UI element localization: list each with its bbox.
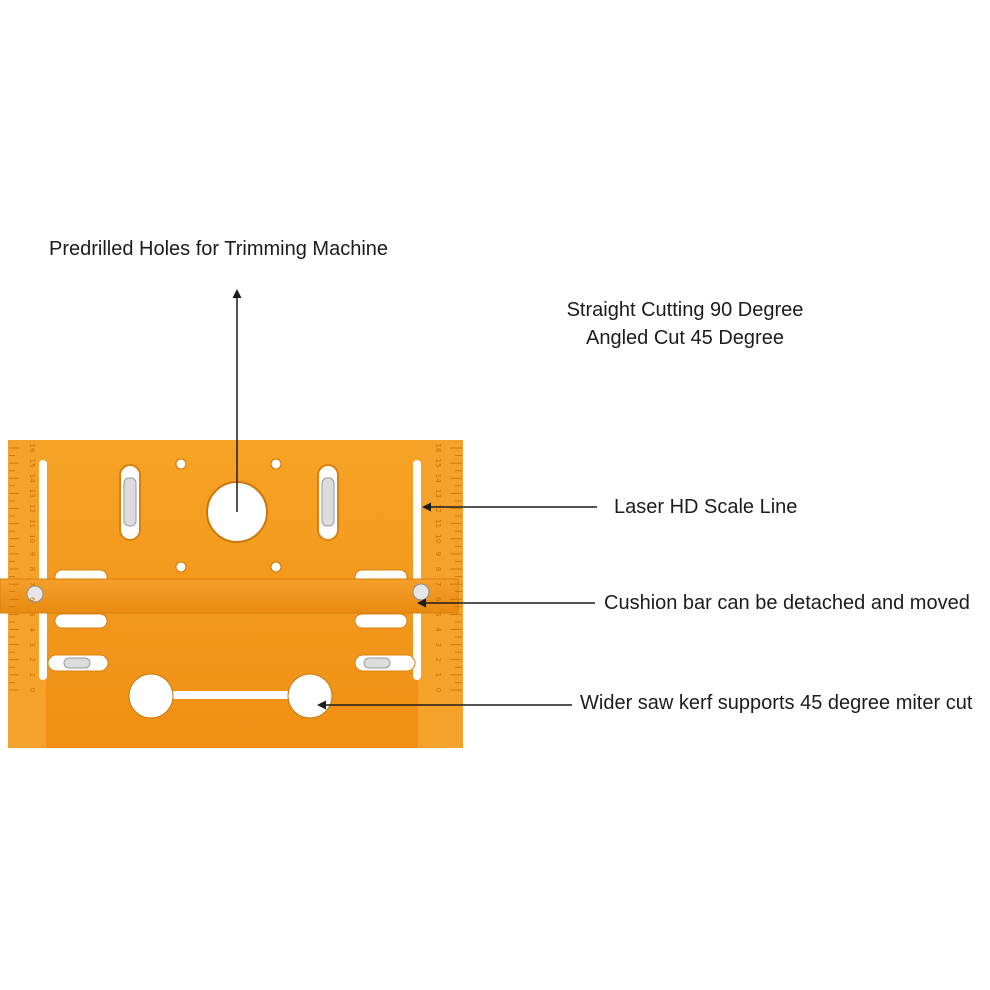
right-ruler-number: 0 [434, 688, 442, 692]
right-ruler-number: 14 [434, 474, 442, 483]
left-ruler-number: 15 [28, 459, 36, 468]
left-ruler-ticks [9, 447, 19, 691]
saw-kerf-hole-left [128, 673, 174, 719]
left-ruler-number: 2 [28, 658, 36, 662]
top-left-knob[interactable] [123, 477, 137, 527]
cutting-angle-label: Straight Cutting 90 Degree Angled Cut 45… [540, 296, 830, 352]
cushion-bar-label: Cushion bar can be detached and moved [604, 592, 970, 614]
left-ruler-number: 0 [28, 688, 36, 692]
small-hole-top-left [175, 458, 187, 470]
right-ruler-number: 8 [434, 567, 442, 571]
left-ruler-number: 10 [28, 534, 36, 543]
small-hole-bottom-left [175, 561, 187, 573]
saw-kerf-label: Wider saw kerf supports 45 degree miter … [580, 692, 973, 714]
predrilled-holes-label: Predrilled Holes for Trimming Machine [49, 238, 389, 260]
left-ruler-number: 8 [28, 567, 36, 571]
left-ruler-number: 12 [28, 504, 36, 513]
left-ruler-number: 4 [28, 627, 36, 632]
right-ruler-ticks [450, 447, 462, 691]
left-ruler-number: 14 [28, 474, 36, 483]
right-ruler-number: 12 [434, 504, 442, 513]
left-ruler-number: 5 [28, 612, 36, 616]
left-ruler-number: 6 [28, 597, 36, 602]
cushion-bar[interactable] [0, 578, 459, 614]
top-right-knob[interactable] [321, 477, 335, 527]
small-hole-bottom-right [270, 561, 282, 573]
right-ruler-number: 10 [434, 534, 442, 543]
left-ruler-number: 9 [28, 552, 36, 556]
saw-kerf-hole-right [287, 673, 333, 719]
right-ruler-number: 5 [434, 612, 442, 616]
right-ruler-number: 9 [434, 552, 442, 556]
right-ruler-number: 6 [434, 597, 442, 602]
right-ruler-number: 7 [434, 582, 442, 586]
right-long-slot [413, 460, 421, 680]
left-long-slot [39, 460, 47, 680]
scale-line-label: Laser HD Scale Line [614, 496, 798, 518]
right-ruler-number: 3 [434, 642, 442, 646]
left-ruler-number: 1 [28, 673, 36, 677]
right-ruler-number: 15 [434, 459, 442, 468]
right-ruler-number: 1 [434, 673, 442, 677]
left-ruler-number: 7 [28, 582, 36, 586]
cutting-line-2: Angled Cut 45 Degree [586, 327, 784, 349]
mid-slot-left-lower [54, 613, 108, 629]
lower-left-knob[interactable] [63, 657, 91, 669]
right-ruler-number: 4 [434, 627, 442, 632]
lower-right-knob[interactable] [363, 657, 391, 669]
right-ruler-number: 11 [434, 519, 442, 528]
left-ruler-number: 3 [28, 642, 36, 646]
cushion-bar-screw-right[interactable] [412, 583, 430, 601]
right-ruler-number: 2 [434, 658, 442, 662]
cushion-bar-screw-left[interactable] [26, 585, 44, 603]
small-hole-top-right [270, 458, 282, 470]
left-ruler-number: 11 [28, 519, 36, 528]
mid-slot-right-lower [354, 613, 408, 629]
left-ruler-number: 16 [28, 444, 36, 453]
cutting-line-1: Straight Cutting 90 Degree [566, 299, 804, 321]
left-ruler-number: 13 [28, 489, 36, 498]
right-ruler-number: 16 [434, 444, 442, 453]
saw-kerf-channel [160, 691, 310, 699]
right-ruler-number: 13 [434, 489, 442, 498]
